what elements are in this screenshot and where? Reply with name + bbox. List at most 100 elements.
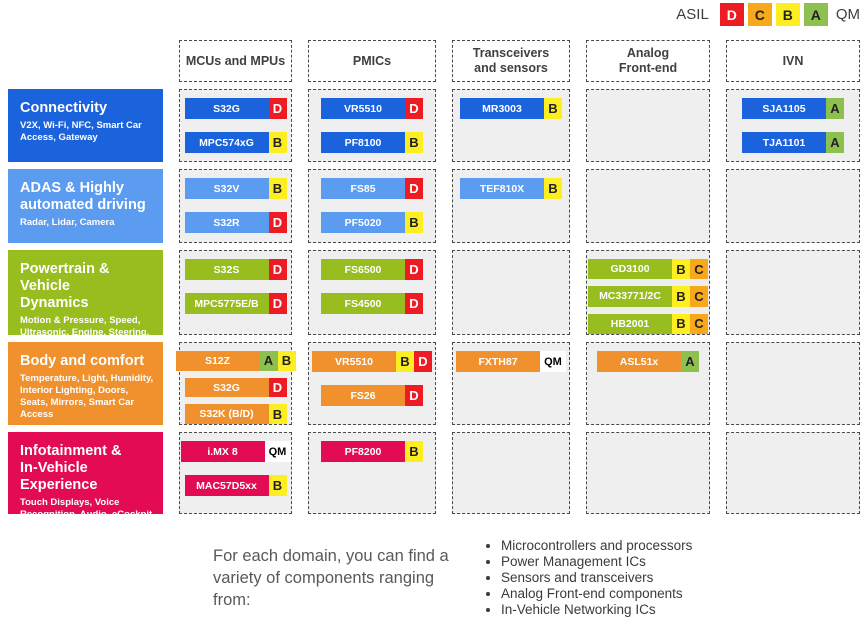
column-header-ivn: IVN — [726, 40, 860, 82]
asil-legend-badge-a: A — [803, 3, 828, 26]
asil-badge-b: B — [405, 441, 423, 462]
asil-badge-d: D — [405, 293, 423, 314]
product-name: MPC574xG — [184, 132, 269, 153]
cell-connectivity-analog — [586, 89, 710, 162]
column-header-transceivers: Transceivers and sensors — [452, 40, 570, 82]
asil-badge-d: D — [268, 259, 287, 280]
cell-infotainment-ivn — [726, 432, 860, 514]
asil-badge-b: B — [544, 178, 562, 199]
asil-legend-label: ASIL — [676, 6, 709, 23]
footer-bullet-item: In-Vehicle Networking ICs — [501, 602, 692, 618]
domain-title-body: Body and comfort — [20, 353, 145, 369]
asil-legend-badge-d: D — [719, 3, 744, 26]
column-header-label-analog: Analog Front-end — [618, 46, 678, 75]
cell-adas-analog — [586, 169, 710, 243]
cell-adas-ivn — [726, 169, 860, 243]
column-header-pmics: PMICs — [308, 40, 436, 82]
cell-infotainment-transceivers — [452, 432, 570, 514]
domain-title-connectivity: Connectivity — [20, 100, 108, 116]
product-name: FS85 — [321, 178, 405, 199]
product-name: MC33771/2C — [588, 286, 672, 307]
column-header-label-mcus: MCUs and MPUs — [185, 53, 286, 68]
domain-title-adas: ADAS & Highly automated driving — [20, 180, 146, 213]
asil-badge-b: B — [268, 178, 287, 199]
column-header-label-ivn: IVN — [782, 53, 804, 68]
asil-badge-b: B — [544, 98, 562, 119]
asil-badge-qm: QM — [264, 441, 291, 462]
asil-badge-qm: QM — [540, 351, 566, 372]
domain-title-powertrain: Powertrain & Vehicle Dynamics — [20, 261, 110, 311]
product-name: ASL51x — [597, 351, 681, 372]
asil-badge-a: A — [259, 351, 278, 371]
product-name: VR5510 — [312, 351, 396, 372]
domain-subtitle-body: Temperature, Light, Humidity, Interior L… — [20, 373, 154, 420]
product-name: S32R — [184, 212, 269, 233]
asil-badge-d: D — [268, 377, 287, 398]
asil-badge-d: D — [414, 351, 432, 372]
domain-subtitle-infotainment: Touch Displays, Voice Recognition, Audio… — [20, 497, 155, 532]
product-name: MPC5775E/B — [184, 293, 269, 314]
footer-bullet-item: Power Management ICs — [501, 554, 692, 570]
asil-badge-d: D — [268, 98, 287, 119]
footer: For each domain, you can find a variety … — [213, 538, 692, 618]
asil-badge-b: B — [396, 351, 414, 372]
product-name: S32G — [184, 377, 269, 398]
product-name: MR3003 — [460, 98, 544, 119]
footer-bullet-item: Analog Front-end components — [501, 586, 692, 602]
asil-badge-d: D — [405, 178, 423, 199]
cell-infotainment-analog — [586, 432, 710, 514]
footer-intro-text: For each domain, you can find a variety … — [213, 547, 449, 609]
asil-badge-b: B — [672, 259, 690, 280]
product-name: VR5510 — [321, 98, 405, 119]
asil-badge-a: A — [681, 351, 699, 372]
product-name: S32S — [184, 259, 269, 280]
asil-badge-a: A — [826, 98, 844, 119]
asil-badge-c: C — [690, 286, 708, 307]
asil-badge-d: D — [268, 212, 287, 233]
product-name: PF5020 — [321, 212, 405, 233]
footer-bullet-list: Microcontrollers and processorsPower Man… — [477, 538, 692, 618]
asil-badge-d: D — [405, 98, 423, 119]
asil-badge-c: C — [690, 313, 708, 334]
product-name: PF8200 — [321, 441, 405, 462]
asil-badge-b: B — [268, 132, 287, 153]
cell-body-ivn — [726, 342, 860, 425]
asil-badge-b: B — [672, 313, 690, 334]
column-header-mcus: MCUs and MPUs — [179, 40, 292, 82]
asil-badge-b: B — [672, 286, 690, 307]
column-header-label-transceivers: Transceivers and sensors — [472, 46, 550, 75]
product-name: GD3100 — [588, 259, 672, 280]
